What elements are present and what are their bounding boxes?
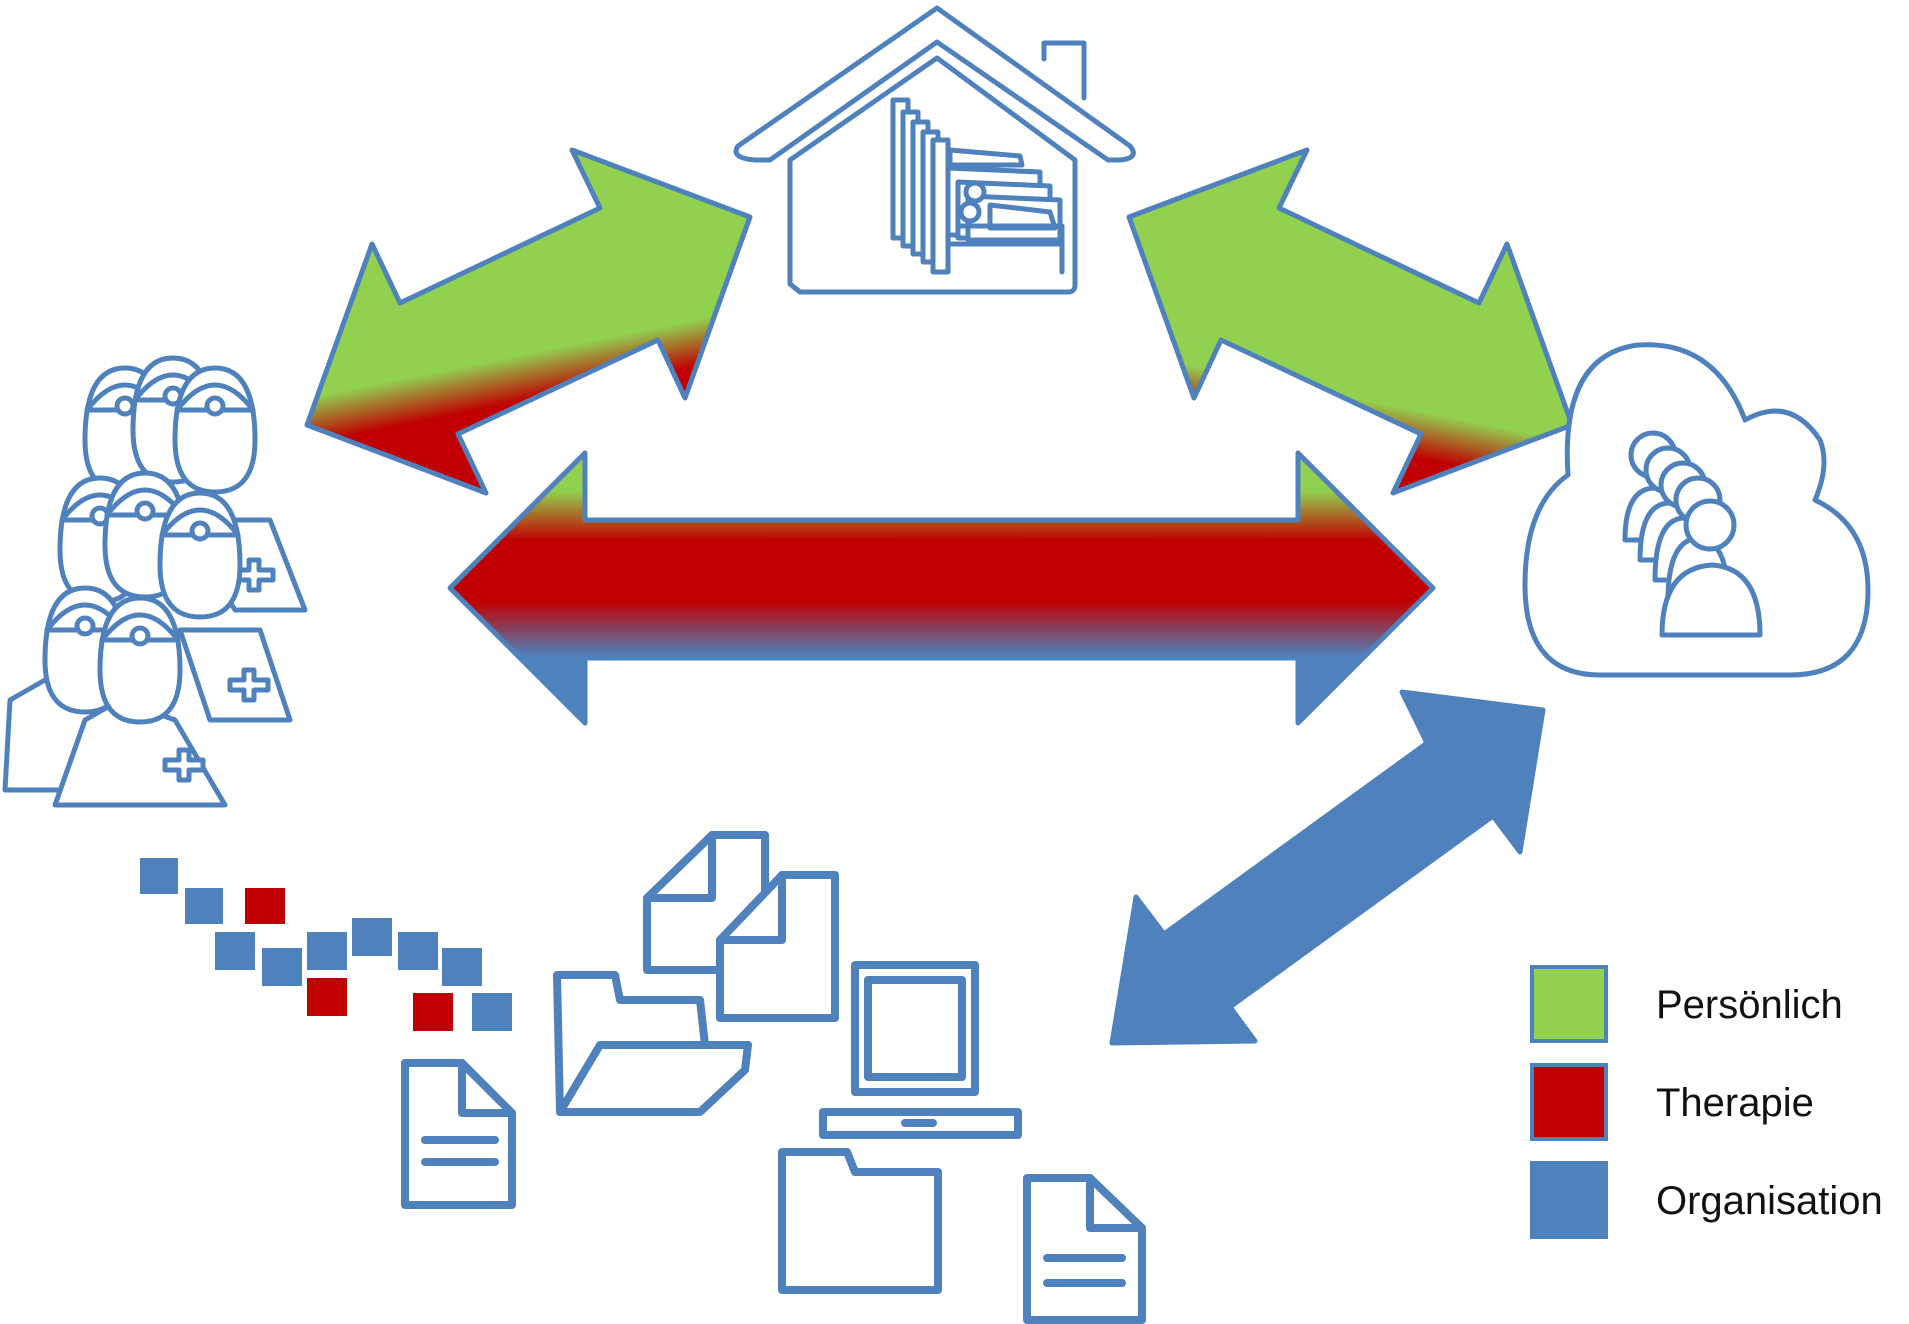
data-block-organisation xyxy=(185,888,223,924)
data-block-organisation xyxy=(140,858,178,894)
arrow-clinicians-home xyxy=(304,147,753,496)
legend-label: Organisation xyxy=(1656,1179,1883,1223)
data-block-therapie xyxy=(307,978,347,1016)
data-block-organisation xyxy=(352,918,392,956)
data-block-organisation xyxy=(398,932,438,970)
person-figure xyxy=(1659,498,1763,638)
doctor-figure xyxy=(172,365,258,495)
legend-swatch-organisation xyxy=(1530,1161,1608,1239)
legend-label: Persönlich xyxy=(1656,983,1843,1027)
document-icon xyxy=(401,1059,516,1209)
data-block-therapie xyxy=(413,993,453,1031)
document-icon xyxy=(1023,1174,1146,1324)
arrow-clinicians-cloud xyxy=(447,450,1436,726)
legend-swatch-therapie xyxy=(1530,1063,1608,1141)
doctor-figure xyxy=(97,595,183,725)
doctor-coat xyxy=(177,627,293,723)
files-and-laptop-icon xyxy=(401,831,1146,1324)
house-with-bed-icon xyxy=(733,5,1136,295)
data-blocks-icon xyxy=(140,858,512,1031)
legend-swatch-persoenlich xyxy=(1530,965,1608,1043)
document-icon xyxy=(716,871,839,1022)
arrow-cloud-documents xyxy=(1109,689,1546,1046)
legend-label: Therapie xyxy=(1656,1081,1814,1125)
data-block-organisation xyxy=(472,993,512,1031)
arrow-home-cloud xyxy=(1126,147,1575,496)
doctors-group-icon xyxy=(2,355,308,808)
folder-icon xyxy=(778,1148,942,1294)
legend-item-persoenlich: Persönlich xyxy=(1530,965,1909,1049)
data-block-organisation xyxy=(442,948,482,986)
data-block-organisation xyxy=(307,932,347,970)
doctor-figure xyxy=(157,490,243,620)
legend-item-organisation: Organisation xyxy=(1530,1161,1909,1245)
legend-item-therapie: Therapie xyxy=(1530,1063,1909,1147)
data-block-therapie xyxy=(245,888,285,924)
data-block-organisation xyxy=(262,948,302,986)
cloud-community-icon xyxy=(1522,342,1871,678)
data-block-organisation xyxy=(215,932,255,970)
